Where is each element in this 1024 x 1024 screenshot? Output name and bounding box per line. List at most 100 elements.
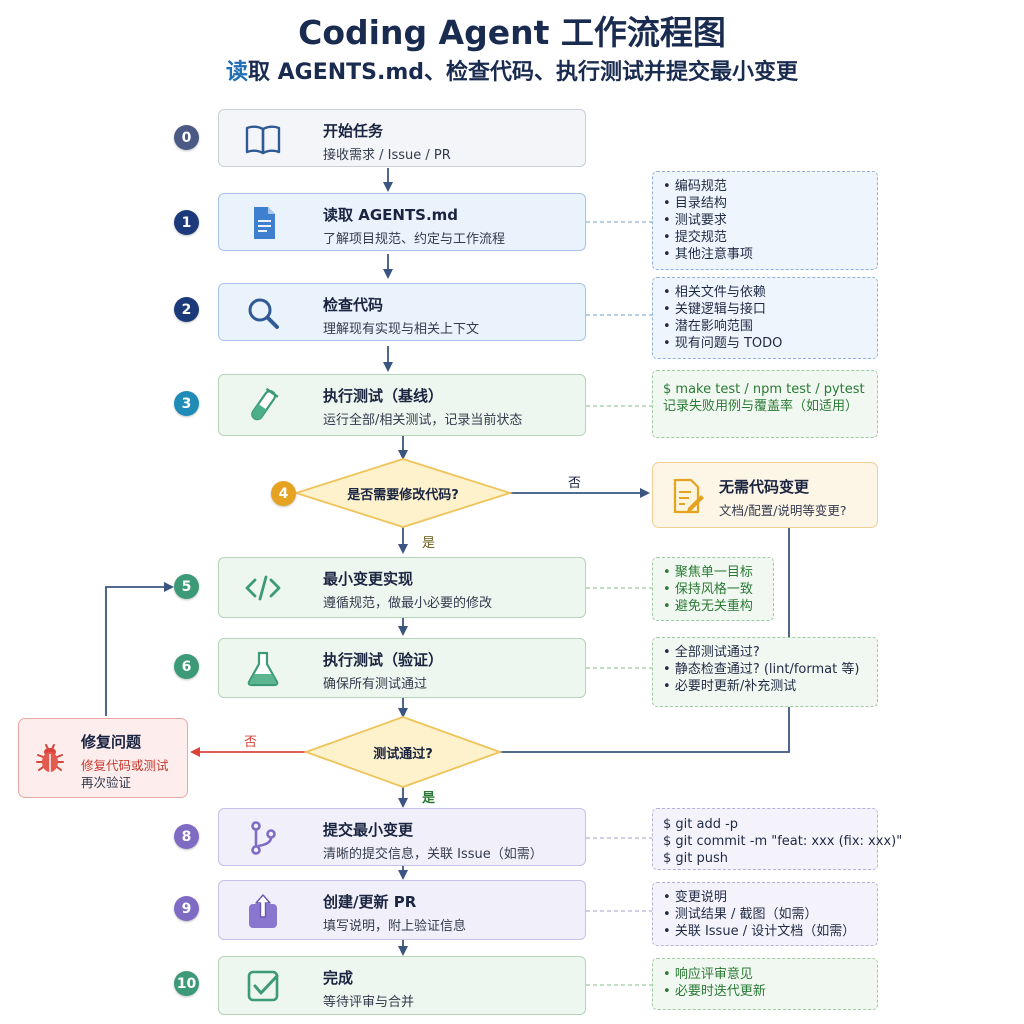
note-step-2: 相关文件与依赖 关键逻辑与接口 潜在影响范围 现有问题与 TODO — [652, 277, 878, 359]
step-1-box: 读取 AGENTS.md 了解项目规范、约定与工作流程 — [218, 193, 586, 251]
note-step-9: 变更说明 测试结果 / 截图（如需） 关联 Issue / 设计文档（如需） — [652, 882, 878, 946]
note-1-item: 测试要求 — [663, 212, 867, 229]
note-9-item: 测试结果 / 截图（如需） — [663, 906, 867, 923]
note-step-3: $ make test / npm test / pytest 记录失败用例与覆… — [652, 370, 878, 438]
step-10-box: 完成 等待评审与合并 — [218, 956, 586, 1015]
note-step-5: 聚焦单一目标 保持风格一致 避免无关重构 — [652, 557, 774, 621]
step-2-desc: 理解现有实现与相关上下文 — [323, 322, 480, 337]
note-6-item: 全部测试通过? — [663, 644, 867, 661]
step-1-title: 读取 AGENTS.md — [323, 206, 459, 224]
note-9-item: 变更说明 — [663, 889, 867, 906]
note-step-1: 编码规范 目录结构 测试要求 提交规范 其他注意事项 — [652, 171, 878, 270]
step-8-badge: 8 — [174, 824, 199, 849]
step-3-desc: 运行全部/相关测试，记录当前状态 — [323, 413, 523, 428]
fix-desc-2: 再次验证 — [81, 775, 132, 790]
document-icon — [243, 204, 283, 242]
step-9-box: 创建/更新 PR 填写说明，附上验证信息 — [218, 880, 586, 940]
note-10-item: 响应评审意见 — [663, 966, 867, 983]
fix-title: 修复问题 — [81, 733, 142, 751]
step-5-title: 最小变更实现 — [323, 570, 414, 588]
step-6-desc: 确保所有测试通过 — [323, 677, 428, 692]
decision-7-label: 测试通过? — [373, 747, 433, 762]
note-8-command: $ git commit -m "feat: xxx (fix: xxx)" — [663, 834, 903, 849]
step-5-box: 最小变更实现 遵循规范，做最小必要的修改 — [218, 557, 586, 618]
decision-4-yes-label: 是 — [422, 536, 436, 551]
step-5-badge: 5 — [174, 574, 199, 599]
no-change-title: 无需代码变更 — [719, 478, 810, 496]
step-8-desc: 清晰的提交信息，关联 Issue（如需） — [323, 847, 543, 862]
decision-4-diamond — [293, 458, 513, 528]
page-title: Coding Agent 工作流程图 — [298, 13, 726, 52]
checkbox-icon — [243, 967, 283, 1005]
step-0-desc: 接收需求 / Issue / PR — [323, 148, 451, 163]
note-5-item: 保持风格一致 — [663, 581, 763, 598]
decision-4-label: 是否需要修改代码? — [347, 488, 459, 503]
step-8-box: 提交最小变更 清晰的提交信息，关联 Issue（如需） — [218, 808, 586, 866]
step-6-box: 执行测试（验证） 确保所有测试通过 — [218, 638, 586, 698]
bug-icon — [33, 741, 67, 775]
step-0-badge: 0 — [174, 125, 199, 150]
upload-icon — [243, 892, 283, 930]
decision-7-yes-label: 是 — [422, 791, 436, 806]
step-2-badge: 2 — [174, 297, 199, 322]
note-2-item: 潜在影响范围 — [663, 318, 867, 335]
decision-4-no-label: 否 — [568, 476, 582, 491]
note-8-command: $ git push — [663, 851, 728, 866]
step-5-desc: 遵循规范，做最小必要的修改 — [323, 596, 493, 611]
step-9-title: 创建/更新 PR — [323, 893, 417, 911]
test-tube-icon — [243, 387, 283, 425]
note-step-8: $ git add -p $ git commit -m "feat: xxx … — [652, 808, 903, 870]
note-10-item: 必要时迭代更新 — [663, 983, 867, 1000]
no-change-box: 无需代码变更 文档/配置/说明等变更? — [652, 462, 878, 528]
note-6-item: 必要时更新/补充测试 — [663, 678, 867, 695]
note-1-item: 提交规范 — [663, 229, 867, 246]
note-step-6: 全部测试通过? 静态检查通过? (lint/format 等) 必要时更新/补充… — [652, 637, 878, 707]
note-3-text: 记录失败用例与覆盖率（如适用） — [663, 399, 859, 414]
line-nochange-merge — [500, 528, 790, 753]
step-3-title: 执行测试（基线） — [323, 387, 444, 405]
step-6-badge: 6 — [174, 654, 199, 679]
step-6-title: 执行测试（验证） — [323, 651, 444, 669]
step-10-desc: 等待评审与合并 — [323, 995, 415, 1010]
note-1-item: 编码规范 — [663, 178, 867, 195]
subtitle-text: 取 AGENTS.md、检查代码、执行测试并提交最小变更 — [247, 60, 799, 85]
subtitle-accent: 读 — [225, 60, 248, 85]
note-step-10: 响应评审意见 必要时迭代更新 — [652, 958, 878, 1010]
note-2-item: 相关文件与依赖 — [663, 284, 867, 301]
note-5-item: 聚焦单一目标 — [663, 564, 763, 581]
step-10-badge: 10 — [174, 971, 199, 996]
step-2-box: 检查代码 理解现有实现与相关上下文 — [218, 283, 586, 341]
note-2-item: 现有问题与 TODO — [663, 335, 867, 352]
step-10-title: 完成 — [323, 969, 354, 987]
note-1-item: 其他注意事项 — [663, 246, 867, 263]
step-4-badge: 4 — [271, 481, 296, 506]
note-2-item: 关键逻辑与接口 — [663, 301, 867, 318]
decision-7-no-label: 否 — [244, 735, 258, 750]
git-branch-icon — [243, 819, 283, 857]
decision-7-diamond — [303, 716, 503, 788]
no-change-desc: 文档/配置/说明等变更? — [719, 503, 847, 518]
note-8-command: $ git add -p — [663, 817, 739, 832]
fix-desc-1: 修复代码或测试 — [81, 758, 169, 773]
step-3-badge: 3 — [174, 391, 199, 416]
magnifier-icon — [243, 294, 283, 332]
code-icon — [243, 569, 283, 607]
note-9-item: 关联 Issue / 设计文档（如需） — [663, 923, 867, 940]
page-subtitle: 读取 AGENTS.md、检查代码、执行测试并提交最小变更 — [0, 54, 1024, 86]
step-0-box: 开始任务 接收需求 / Issue / PR — [218, 109, 586, 167]
flask-icon — [243, 650, 283, 688]
note-6-item: 静态检查通过? (lint/format 等) — [663, 661, 867, 678]
step-9-badge: 9 — [174, 896, 199, 921]
step-1-desc: 了解项目规范、约定与工作流程 — [323, 232, 506, 247]
step-1-badge: 1 — [174, 210, 199, 235]
step-2-title: 检查代码 — [323, 296, 384, 314]
edit-document-icon — [671, 477, 705, 515]
fix-issue-box: 修复问题 修复代码或测试 再次验证 — [18, 718, 188, 798]
open-book-icon — [243, 120, 283, 158]
arrow-loop-fix-5 — [105, 582, 174, 716]
note-5-item: 避免无关重构 — [663, 598, 763, 615]
note-1-item: 目录结构 — [663, 195, 867, 212]
step-9-desc: 填写说明，附上验证信息 — [323, 919, 467, 934]
